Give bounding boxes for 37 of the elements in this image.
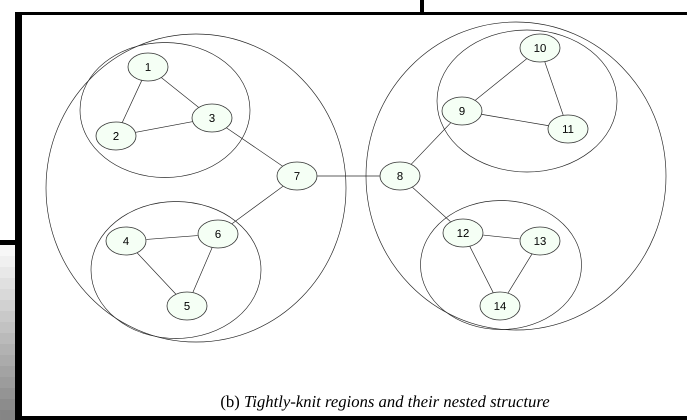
- region-circle: [46, 34, 346, 342]
- edge-line: [412, 187, 451, 222]
- graph-node: 4: [106, 226, 146, 256]
- edge-line: [161, 77, 199, 108]
- graph-node: 6: [198, 220, 238, 248]
- edge-line: [508, 254, 532, 294]
- region-circle: [80, 42, 250, 178]
- graph-node: 3: [192, 104, 232, 132]
- edge-line: [226, 128, 283, 166]
- edge-line: [544, 62, 564, 116]
- edge-line: [482, 114, 548, 126]
- region-circle: [366, 22, 666, 330]
- edge-line: [136, 252, 176, 294]
- graph-node: 5: [166, 292, 208, 320]
- graph-node: 11: [548, 114, 588, 144]
- graph-node: 7: [276, 162, 318, 190]
- caption: (b) Tightly-knit regions and their nested structure: [221, 395, 550, 411]
- graph-node: 10: [520, 34, 560, 62]
- graph-node: 2: [96, 122, 136, 150]
- graph-node: 1: [128, 52, 168, 82]
- edge-line: [192, 247, 212, 293]
- edge-line: [146, 235, 198, 240]
- region-circle: [420, 200, 582, 330]
- edge-line: [135, 121, 193, 133]
- edge-line: [411, 122, 451, 164]
- edge-line: [470, 246, 494, 293]
- graph-node: 12: [442, 218, 484, 248]
- graph-node: 9: [442, 96, 482, 126]
- graph-node: 13: [520, 226, 560, 256]
- graph-node: 8: [380, 162, 420, 190]
- graph-node: 14: [480, 292, 520, 320]
- region-circle: [436, 30, 618, 172]
- edge-line: [482, 234, 520, 240]
- edge-line: [122, 80, 142, 123]
- edge-line: [475, 58, 527, 100]
- edge-line: [232, 186, 284, 224]
- region-circle: [90, 201, 262, 339]
